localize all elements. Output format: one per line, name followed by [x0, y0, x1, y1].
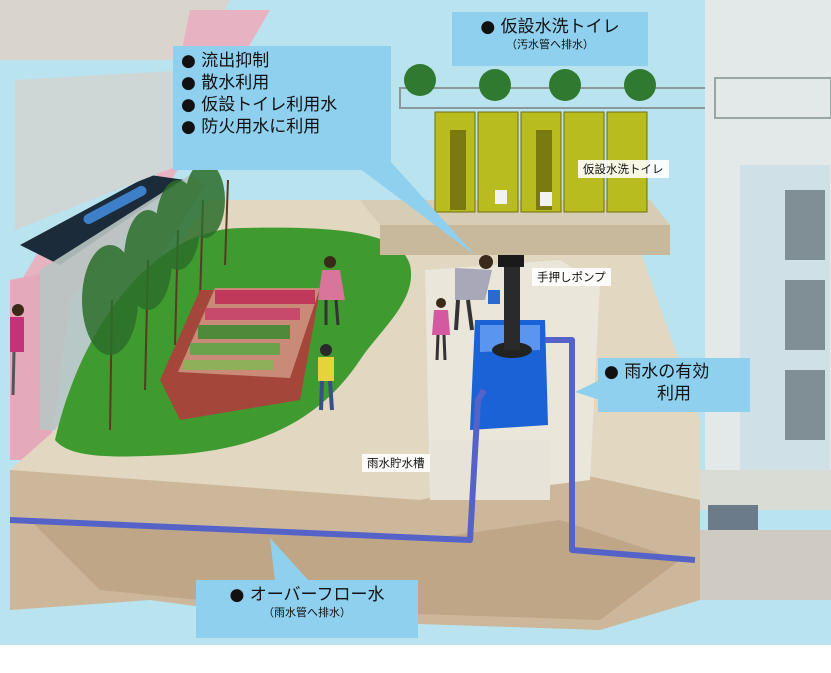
gravel-foundation: [700, 530, 831, 600]
callout-overflow: オーバーフロー水 （雨水管へ排水）: [196, 580, 418, 638]
building-base: [700, 470, 831, 510]
callout-effective-use: 雨水の有効 利用: [598, 358, 750, 412]
hand-pump: [492, 255, 532, 358]
railing-trees: [404, 64, 656, 101]
dark-channel: [20, 175, 185, 265]
label-toilet-building: 仮設水洗トイレ: [578, 160, 669, 178]
callout-effective-pointer: [575, 380, 600, 400]
man-pumping: [454, 255, 500, 331]
callout-toilet: 仮設水洗トイレ （汚水管へ排水）: [452, 12, 648, 66]
callout-overflow-sub: （雨水管へ排水）: [263, 606, 351, 619]
callout-uses-pointer: [335, 150, 475, 255]
supply-pipe: [545, 337, 696, 563]
callout-overflow-title: オーバーフロー水: [202, 584, 412, 606]
use-item: 防火用水に利用: [181, 116, 383, 138]
use-item: 流出抑制: [181, 50, 383, 72]
toilet-platform-edge: [380, 225, 670, 255]
bottom-margin: [0, 645, 831, 673]
tank-gravel: [430, 440, 550, 500]
child-near-pump: [432, 298, 450, 361]
building-windows: [785, 190, 825, 440]
flowers: [183, 290, 315, 370]
roof-railing-right: [714, 77, 831, 119]
vent-grille: [708, 505, 758, 530]
use-item: 仮設トイレ利用水: [181, 94, 383, 116]
callout-effective-line2: 利用: [657, 384, 691, 404]
callout-overflow-pointer: [270, 538, 310, 582]
pedestrian-left: [10, 304, 24, 396]
label-hand-pump: 手押しポンプ: [532, 268, 611, 286]
channel-pipe: [83, 185, 147, 225]
tree-foliage: [82, 162, 225, 355]
boy-yellow: [318, 344, 334, 411]
use-item: 散水利用: [181, 72, 383, 94]
callout-toilet-sub: （汚水管へ排水）: [506, 38, 594, 51]
overflow-pipe: [9, 388, 487, 543]
soil-shadow: [30, 520, 680, 620]
girl-watering: [318, 256, 345, 326]
label-rainwater-tank: 雨水貯水槽: [362, 454, 430, 472]
callout-effective-line1: 雨水の有効: [604, 361, 744, 383]
callout-uses: 流出抑制 散水利用 仮設トイレ利用水 防火用水に利用: [173, 46, 391, 170]
pavement-far: [0, 0, 230, 60]
callout-toilet-title: 仮設水洗トイレ: [458, 16, 642, 38]
building-left-wall: [15, 70, 190, 230]
